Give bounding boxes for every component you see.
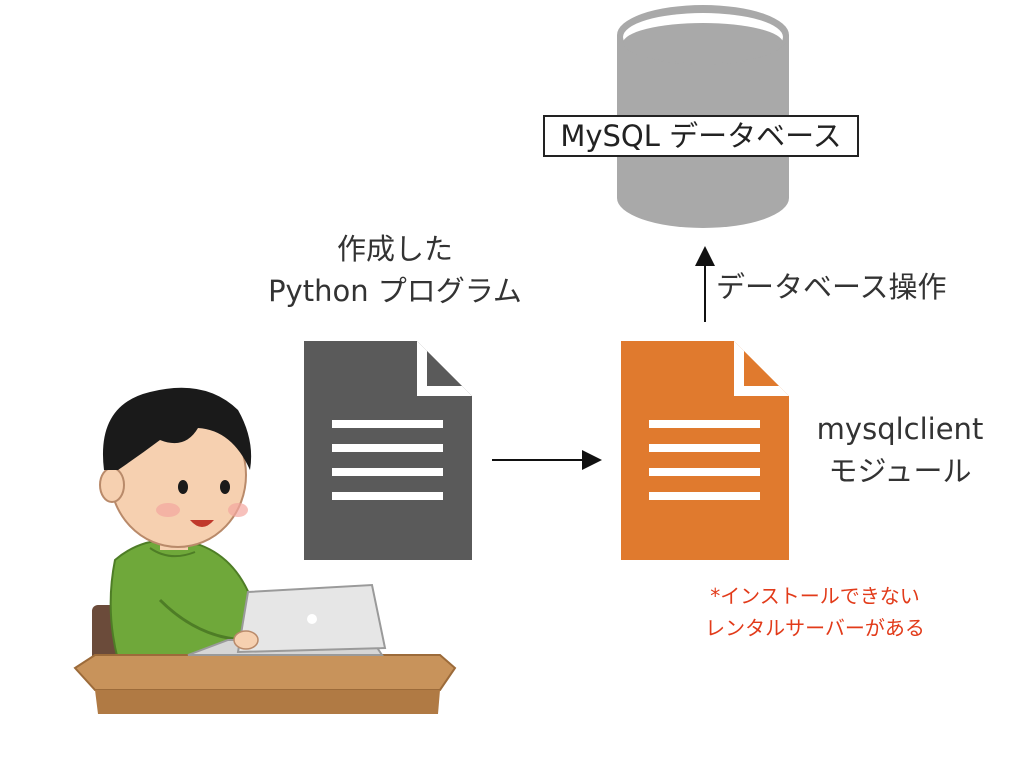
install-note-line1: *インストールできない bbox=[710, 584, 920, 608]
install-note-line2: レンタルサーバーがある bbox=[705, 616, 925, 640]
person-at-laptop-icon bbox=[73, 387, 457, 714]
program-document-icon bbox=[304, 341, 472, 560]
database-label: MySQL データベース bbox=[543, 115, 859, 157]
module-label-line1: mysqlclient bbox=[816, 412, 984, 446]
program-label-line2: Python プログラム bbox=[268, 274, 522, 309]
program-label-line1: 作成した bbox=[336, 232, 453, 266]
db-operation-label: データベース操作 bbox=[716, 270, 947, 304]
program-label: 作成した Python プログラム bbox=[250, 228, 540, 312]
install-note: *インストールできない レンタルサーバーがある bbox=[680, 580, 950, 644]
module-document-icon bbox=[621, 341, 789, 560]
module-label: mysqlclient モジュール bbox=[800, 408, 1000, 492]
module-label-line2: モジュール bbox=[828, 454, 972, 489]
